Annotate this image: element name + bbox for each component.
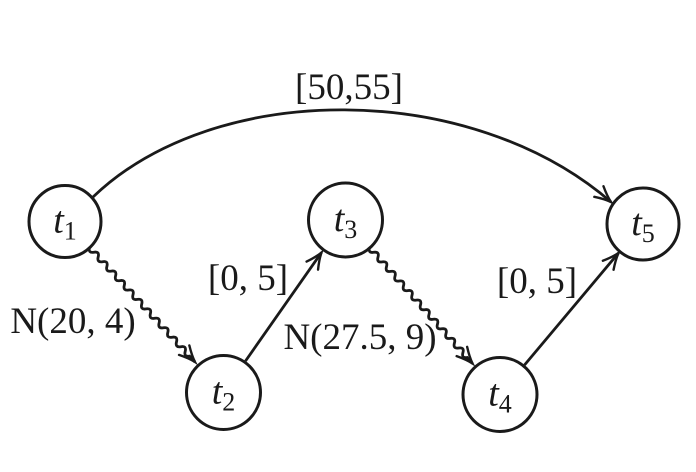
- node-t5: t5: [605, 186, 681, 262]
- node-t4-circle: [461, 356, 539, 433]
- node-t2-label: t2: [212, 371, 236, 417]
- edge-label-t3-t4: N(27.5, 9): [283, 317, 436, 358]
- edges-layer: [87, 108, 622, 367]
- node-t4: t4: [461, 356, 539, 433]
- edge-labels-layer: [50,55] N(20, 4) [0, 5] N(27.5, 9) [0, 5…: [10, 67, 577, 358]
- edge-label-t1-t2: N(20, 4): [10, 301, 135, 342]
- edge-label-t1-t5: [50,55]: [295, 67, 403, 108]
- node-t3-circle: [307, 181, 384, 259]
- node-t3-label: t3: [334, 198, 358, 244]
- edge-t1-t5: [92, 108, 615, 205]
- node-t2: t2: [185, 354, 262, 431]
- node-t3: t3: [307, 181, 384, 259]
- node-t5-label: t5: [631, 202, 655, 248]
- node-t5-circle: [605, 186, 681, 262]
- edge-t3-t4-contingent: [367, 247, 476, 367]
- edge-t4-t5: [523, 249, 622, 366]
- nodes-layer: t1 t2 t3 t4 t5: [27, 181, 681, 433]
- edge-t2-t3: [244, 248, 325, 362]
- edge-t1-t2-contingent: [87, 247, 198, 366]
- node-t1-circle: [27, 184, 103, 259]
- node-t1-label: t1: [53, 200, 77, 246]
- node-t1: t1: [27, 184, 103, 259]
- edge-label-t4-t5: [0, 5]: [497, 261, 577, 302]
- node-t4-label: t4: [488, 373, 512, 419]
- edge-label-t2-t3: [0, 5]: [208, 258, 288, 299]
- node-t2-circle: [185, 354, 262, 431]
